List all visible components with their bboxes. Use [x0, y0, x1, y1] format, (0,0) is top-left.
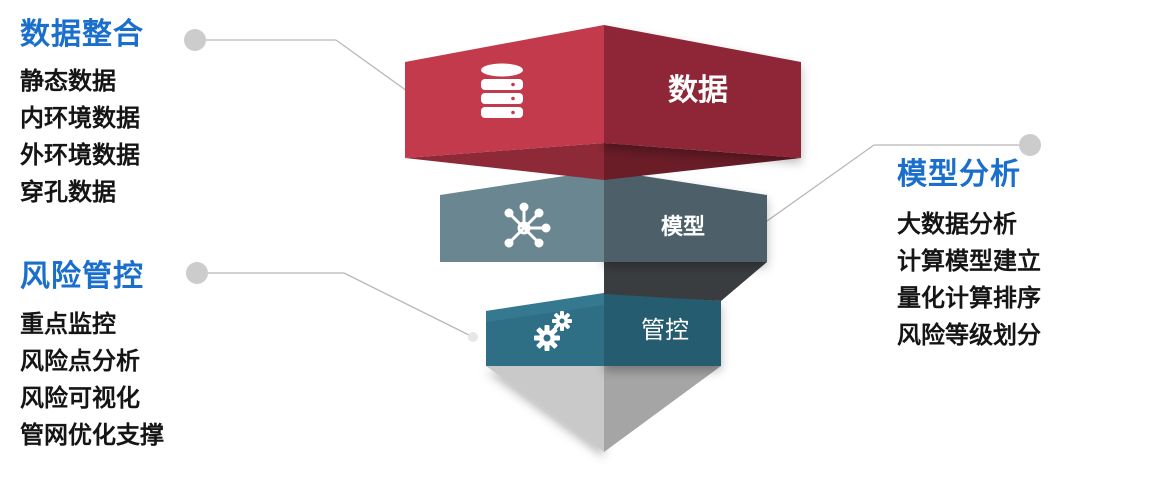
heading-data-integration: 数据整合	[20, 17, 144, 52]
list-data-integration: 静态数据 内环境数据 外环境数据 穿孔数据	[20, 63, 140, 211]
network-nodes-icon	[504, 202, 551, 248]
list-item: 重点监控	[20, 310, 116, 338]
model-tier	[440, 170, 767, 301]
heading-model-analysis: 模型分析	[897, 157, 1021, 192]
list-item: 计算模型建立	[897, 247, 1041, 275]
list-item: 风险等级划分	[897, 321, 1041, 349]
funnel-tip	[486, 366, 721, 452]
list-item: 穿孔数据	[20, 178, 116, 206]
database-icon	[481, 63, 523, 118]
tier-label-model: 模型	[661, 215, 706, 240]
gears-icon	[534, 311, 572, 351]
connector-model	[748, 134, 1041, 236]
tier-label-data: 数据	[668, 73, 728, 108]
list-risk-control: 重点监控 风险点分析 风险可视化 管网优化支撑	[20, 306, 164, 454]
list-item: 外环境数据	[20, 141, 140, 169]
list-item: 管网优化支撑	[20, 421, 164, 449]
data-tier	[405, 25, 801, 180]
list-item: 风险可视化	[20, 384, 140, 412]
list-item: 量化计算排序	[897, 284, 1041, 312]
list-item: 静态数据	[20, 67, 116, 95]
connector-data	[184, 29, 430, 109]
list-item: 风险点分析	[20, 347, 140, 375]
list-model-analysis: 大数据分析 计算模型建立 量化计算排序 风险等级划分	[897, 206, 1041, 354]
heading-risk-control: 风险管控	[20, 259, 144, 294]
connector-control	[186, 262, 478, 342]
list-item: 内环境数据	[20, 104, 140, 132]
tier-label-control: 管控	[641, 316, 689, 344]
list-item: 大数据分析	[897, 210, 1017, 238]
